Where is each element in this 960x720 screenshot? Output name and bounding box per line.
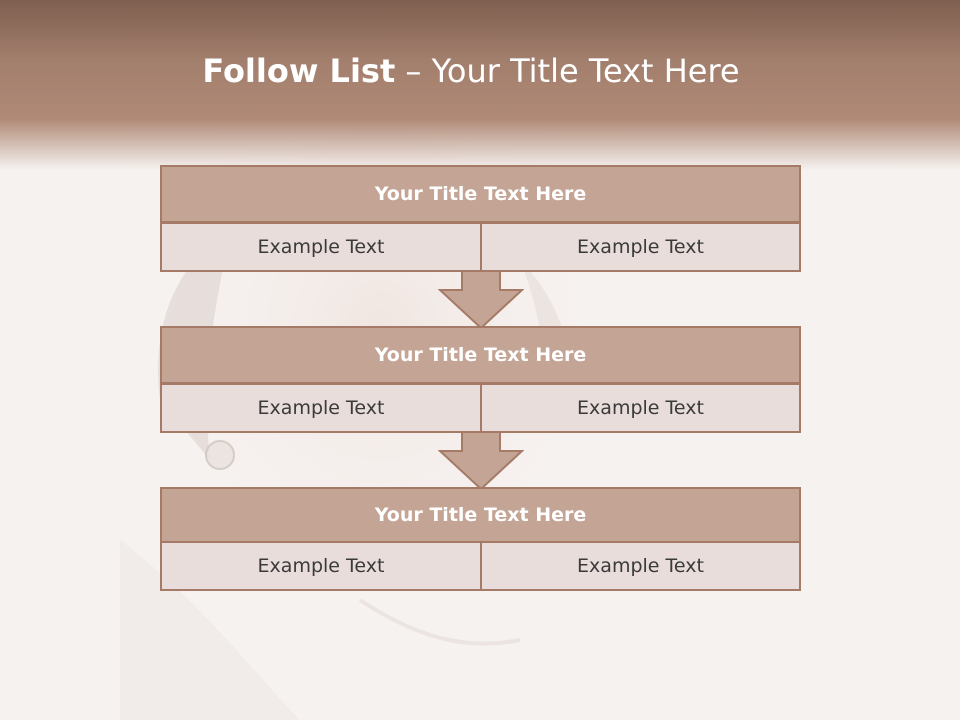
block-right-cell: Example Text bbox=[480, 541, 801, 591]
block-left-cell: Example Text bbox=[160, 383, 482, 433]
slide-title-bold: Follow List bbox=[202, 52, 396, 90]
block-title: Your Title Text Here bbox=[160, 326, 801, 384]
block-right-cell: Example Text bbox=[480, 222, 801, 272]
block-title: Your Title Text Here bbox=[160, 487, 801, 543]
down-arrow-icon bbox=[438, 270, 524, 330]
slide-title-rest: – Your Title Text Here bbox=[395, 52, 740, 90]
block-left-cell: Example Text bbox=[160, 222, 482, 272]
block-right-cell: Example Text bbox=[480, 383, 801, 433]
slide-title: Follow List – Your Title Text Here bbox=[0, 52, 942, 90]
header-band bbox=[0, 0, 960, 170]
block-title: Your Title Text Here bbox=[160, 165, 801, 223]
block-left-cell: Example Text bbox=[160, 541, 482, 591]
down-arrow-icon bbox=[438, 431, 524, 491]
